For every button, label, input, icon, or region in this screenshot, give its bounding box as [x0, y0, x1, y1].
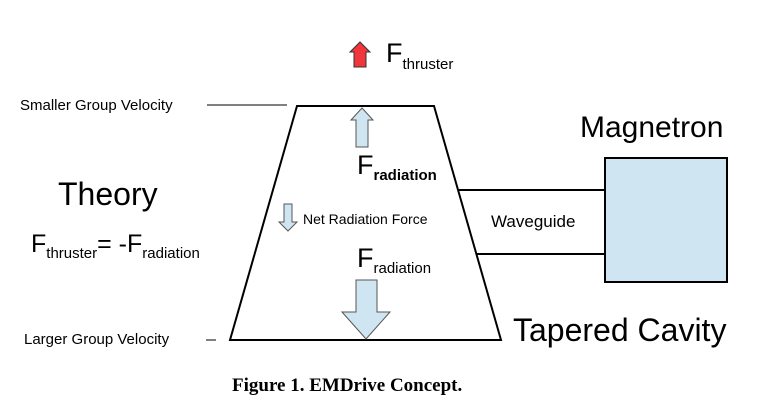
- radiation-top-symbol: F: [357, 150, 374, 180]
- equation-rhs-subscript: radiation: [142, 245, 200, 262]
- equation-operator: = -: [97, 230, 128, 258]
- thruster-arrow-icon: [348, 41, 372, 68]
- equation-rhs-symbol: F: [127, 230, 143, 258]
- net-radiation-arrow-down-icon: [277, 203, 299, 232]
- radiation-force-top-label: Fradiation: [357, 150, 437, 184]
- thruster-force-label: Fthruster: [386, 38, 453, 73]
- theory-title: Theory: [58, 176, 158, 212]
- radiation-arrow-down-icon: [340, 279, 392, 340]
- equation-lhs-subscript: thruster: [46, 245, 98, 262]
- radiation-force-bottom-label: Fradiation: [357, 243, 431, 277]
- thruster-force-subscript: thruster: [402, 56, 454, 73]
- equation-lhs-symbol: F: [31, 230, 47, 258]
- waveguide-label: Waveguide: [491, 212, 576, 231]
- figure-caption: Figure 1. EMDrive Concept.: [232, 375, 463, 396]
- larger-group-velocity-label: Larger Group Velocity: [24, 331, 170, 348]
- radiation-arrow-up-icon: [349, 107, 375, 148]
- net-radiation-force-label: Net Radiation Force: [303, 211, 428, 227]
- magnetron-label: Magnetron: [580, 111, 724, 144]
- radiation-top-subscript: radiation: [373, 167, 437, 184]
- smaller-group-velocity-label: Smaller Group Velocity: [20, 97, 173, 114]
- radiation-bottom-symbol: F: [357, 243, 374, 273]
- radiation-bottom-subscript: radiation: [373, 260, 432, 277]
- tapered-cavity-label: Tapered Cavity: [513, 312, 727, 348]
- magnetron-box: [604, 157, 728, 283]
- theory-equation: Fthruster= -Fradiation: [31, 230, 200, 262]
- thruster-force-symbol: F: [386, 38, 403, 68]
- tapered-cavity-shape: [228, 105, 503, 341]
